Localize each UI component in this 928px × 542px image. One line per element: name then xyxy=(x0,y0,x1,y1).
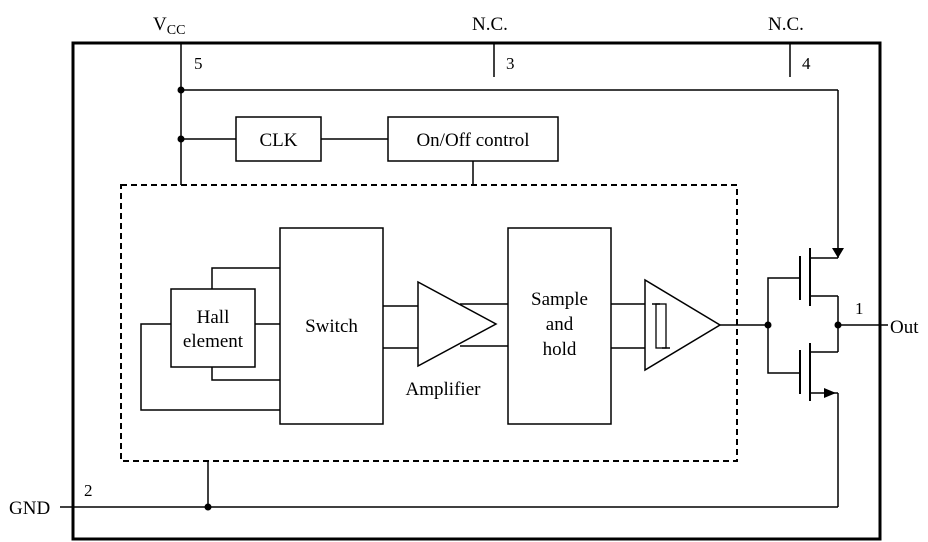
schmitt-comparator xyxy=(644,278,722,372)
ic-package-outline xyxy=(71,41,882,541)
controlled-core-region xyxy=(120,184,738,462)
vcc-label: VCC xyxy=(153,14,185,38)
hysteresis-icon xyxy=(655,303,667,349)
pin-number-1: 1 xyxy=(855,299,864,318)
hall-element-label-line1: Hall xyxy=(197,307,230,328)
comparator-output-wiring xyxy=(720,277,800,374)
pmos-transistor xyxy=(799,248,844,306)
pin-number-3: 3 xyxy=(506,54,515,73)
switch-amplifier-wiring xyxy=(383,305,420,349)
sample-hold-label-line1: Sample xyxy=(531,289,588,310)
switch-block xyxy=(279,227,384,425)
amplifier-label: Amplifier xyxy=(406,379,482,400)
clk-label: CLK xyxy=(260,130,298,151)
switch-label: Switch xyxy=(305,316,358,337)
onoff-control-label: On/Off control xyxy=(416,130,529,151)
pin-number-2: 2 xyxy=(84,481,93,500)
nmos-transistor xyxy=(799,343,838,401)
nc-pin4-label: N.C. xyxy=(768,14,804,35)
sample-hold-comparator-wiring xyxy=(611,303,645,349)
clk-block xyxy=(235,116,322,162)
sample-hold-block xyxy=(507,227,612,425)
gnd-rail xyxy=(60,393,839,511)
sample-hold-label-line2: and xyxy=(546,314,574,335)
amplifier-sample-hold-wiring xyxy=(460,303,508,347)
amplifier-triangle xyxy=(417,280,498,368)
sample-hold-label-line3: hold xyxy=(543,339,577,360)
pin-number-5: 5 xyxy=(194,54,203,73)
out-label: Out xyxy=(890,317,919,338)
nc-pin3-label: N.C. xyxy=(472,14,508,35)
hall-switch-wiring xyxy=(140,267,280,411)
pin-number-4: 4 xyxy=(802,54,811,73)
hall-element-label-line2: element xyxy=(183,331,244,352)
output-node-wiring xyxy=(834,296,888,352)
vcc-rail xyxy=(177,43,839,258)
gnd-label: GND xyxy=(9,498,50,519)
hall-element-block xyxy=(170,288,256,368)
